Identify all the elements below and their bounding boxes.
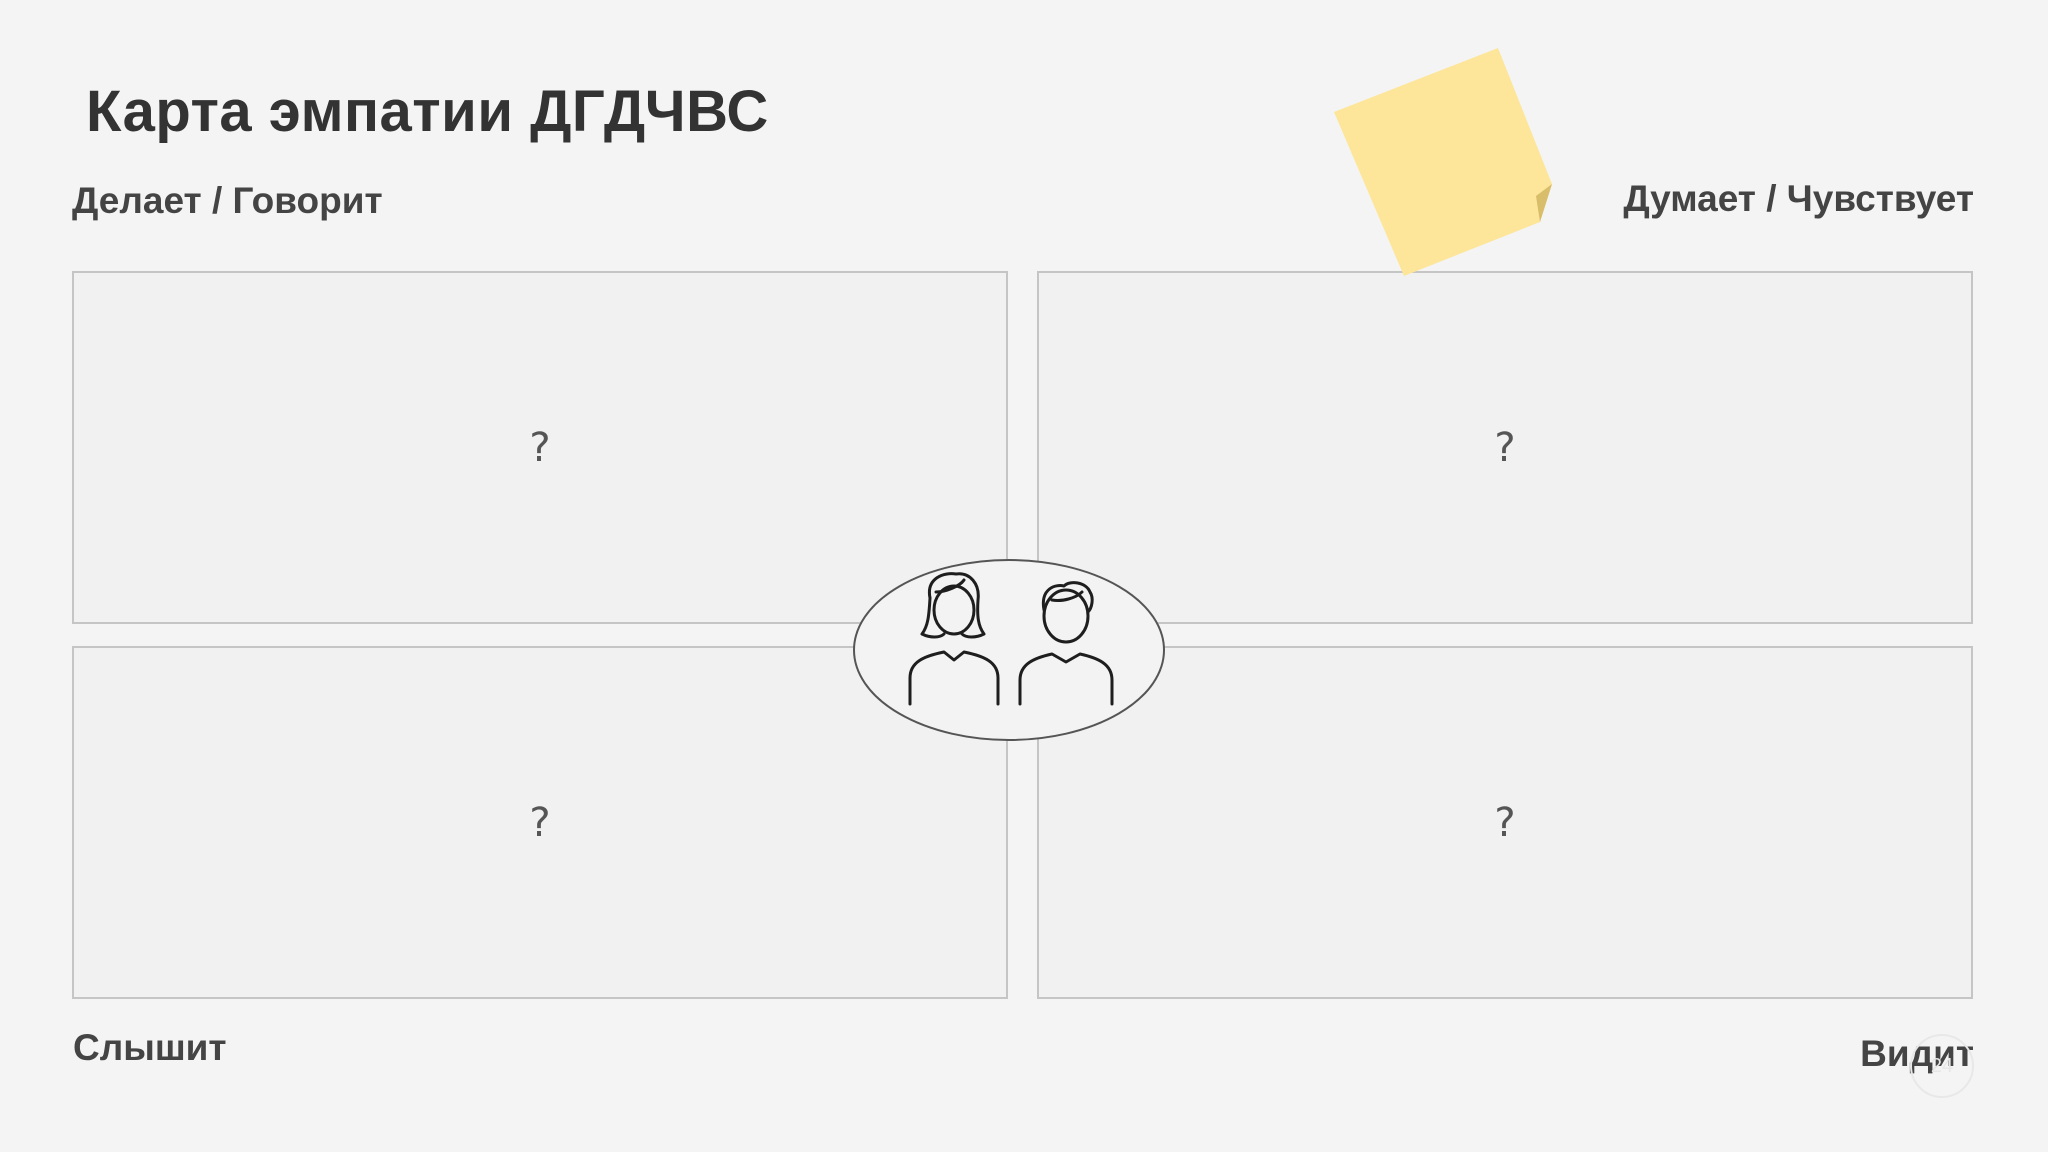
quadrant-hears[interactable]: ? bbox=[72, 646, 1008, 999]
label-does-says: Делает / Говорит bbox=[72, 180, 383, 221]
quadrant-sees[interactable]: ? bbox=[1037, 646, 1973, 999]
placeholder-question-mark: ? bbox=[1494, 424, 1516, 471]
placeholder-question-mark: ? bbox=[529, 424, 551, 471]
label-thinks-feels: Думает / Чувствует bbox=[1623, 178, 1974, 219]
placeholder-question-mark: ? bbox=[529, 799, 551, 846]
page-number: 24 bbox=[1910, 1034, 1974, 1098]
placeholder-question-mark: ? bbox=[1494, 799, 1516, 846]
users-icon bbox=[853, 559, 1165, 741]
quadrant-does-says[interactable]: ? bbox=[72, 271, 1008, 624]
page-title: Карта эмпатии ДГДЧВС bbox=[86, 79, 769, 144]
label-hears: Слышит bbox=[73, 1027, 227, 1068]
sticky-note-shape bbox=[1334, 48, 1552, 276]
persona-oval bbox=[852, 558, 1166, 742]
quadrant-thinks-feels[interactable]: ? bbox=[1037, 271, 1973, 624]
sticky-note[interactable] bbox=[1330, 46, 1555, 276]
